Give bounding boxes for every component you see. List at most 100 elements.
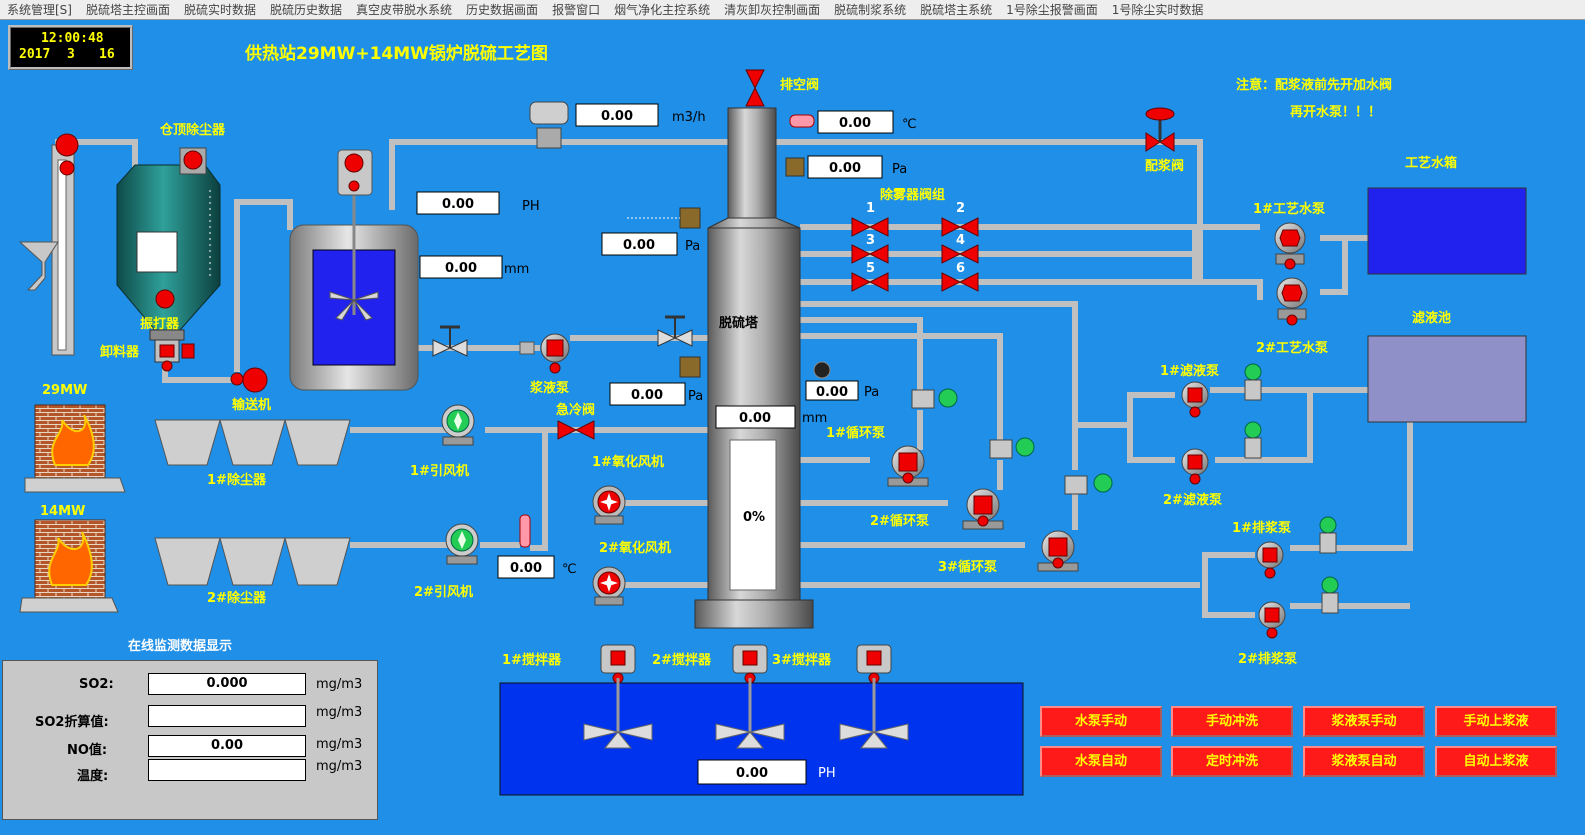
label-discharge-pump-2: 2#排浆泵 bbox=[1238, 651, 1297, 667]
demister-valve-4[interactable] bbox=[941, 244, 979, 264]
demister-valve-1[interactable] bbox=[851, 217, 889, 237]
valve-num-3: 3 bbox=[866, 233, 875, 248]
menu-item-realtime[interactable]: 脱硫实时数据 bbox=[184, 2, 257, 17]
tank-level-unit: mm bbox=[504, 262, 529, 277]
manual-flush-button[interactable]: 手动冲洗 bbox=[1171, 706, 1293, 737]
clock-time: 12:00:48 bbox=[41, 31, 104, 46]
tank-level-box bbox=[419, 255, 503, 279]
menu-item-tower-system[interactable]: 脱硫塔主系统 bbox=[920, 2, 993, 17]
discharge-pump-1[interactable] bbox=[1256, 541, 1284, 579]
circ-valve-1[interactable] bbox=[911, 388, 958, 409]
press-a-box bbox=[601, 232, 678, 256]
top-temp-value: 0.00 bbox=[839, 116, 871, 131]
press-b-unit: Pa bbox=[688, 389, 703, 404]
boiler-14mw bbox=[19, 519, 119, 613]
circ-pump-3[interactable] bbox=[1037, 530, 1079, 572]
pump-auto-button[interactable]: 水泵自动 bbox=[1040, 746, 1162, 777]
quench-valve[interactable] bbox=[557, 420, 595, 440]
pressure-sensor-a bbox=[679, 207, 701, 229]
slurry-prep-valve[interactable] bbox=[1145, 107, 1175, 152]
tank-ph-box bbox=[416, 191, 500, 215]
label-agitator-2: 2#搅拌器 bbox=[652, 652, 712, 668]
tank-outlet-valve[interactable] bbox=[432, 325, 468, 357]
circ-pump-2[interactable] bbox=[962, 488, 1004, 530]
flow-box bbox=[575, 103, 659, 127]
slurry-pump[interactable] bbox=[519, 333, 570, 374]
pump-manual-button[interactable]: 水泵手动 bbox=[1040, 706, 1162, 737]
circ-valve-3[interactable] bbox=[1064, 473, 1113, 495]
discharge-valve-2[interactable] bbox=[1321, 576, 1339, 614]
flow-value: 0.00 bbox=[601, 109, 633, 124]
top-thermometer bbox=[789, 114, 815, 128]
menu-item-dust-alarm[interactable]: 1号除尘报警画面 bbox=[1006, 2, 1098, 17]
label-discharge-pump-1: 1#排浆泵 bbox=[1232, 520, 1291, 536]
filtrate-valve-1[interactable] bbox=[1244, 363, 1262, 401]
manual-slurry-feed-button[interactable]: 手动上浆液 bbox=[1435, 706, 1557, 737]
tank-ph-value: 0.00 bbox=[442, 197, 474, 212]
label-boiler-29mw: 29MW bbox=[42, 383, 87, 398]
notice-line-2: 再开水泵！！！ bbox=[1290, 104, 1381, 120]
filtrate-pump-2[interactable] bbox=[1181, 448, 1209, 485]
top-press-box bbox=[807, 155, 883, 179]
flow-meter bbox=[529, 101, 569, 149]
oxidation-fan-2[interactable] bbox=[592, 566, 626, 606]
valve-num-5: 5 bbox=[866, 261, 875, 276]
tank-agitator-motor bbox=[344, 153, 364, 173]
silo-window bbox=[136, 231, 178, 273]
menu-item-slurry-prep[interactable]: 脱硫制浆系统 bbox=[834, 2, 907, 17]
menu-item-dust-realtime[interactable]: 1号除尘实时数据 bbox=[1111, 2, 1204, 17]
agitator-1[interactable] bbox=[583, 644, 653, 749]
press-b-value: 0.00 bbox=[631, 388, 663, 403]
label-unloader: 卸料器 bbox=[100, 344, 140, 360]
circ-pump-1[interactable] bbox=[887, 445, 929, 487]
inlet-temp-box bbox=[497, 555, 555, 579]
induced-fan-2[interactable] bbox=[445, 523, 479, 565]
label-filtrate-pump-2: 2#滤液泵 bbox=[1163, 492, 1222, 508]
discharge-valve-1[interactable] bbox=[1319, 516, 1337, 554]
menu-item-flue-gas[interactable]: 烟气净化主控系统 bbox=[614, 2, 711, 17]
unloader-valve bbox=[159, 344, 175, 358]
menu-item-vacuum-belt[interactable]: 真空皮带脱水系统 bbox=[356, 2, 453, 17]
slurry-pump-manual-button[interactable]: 浆液泵手动 bbox=[1303, 706, 1425, 737]
vibrator-motor bbox=[155, 289, 175, 309]
no-unit: mg/m3 bbox=[316, 737, 363, 752]
demister-valve-3[interactable] bbox=[851, 244, 889, 264]
demister-valve-5[interactable] bbox=[851, 272, 889, 292]
timed-flush-button[interactable]: 定时冲洗 bbox=[1171, 746, 1293, 777]
menu-item-history[interactable]: 脱硫历史数据 bbox=[270, 2, 343, 17]
induced-fan-1[interactable] bbox=[441, 404, 475, 446]
temp-unit: mg/m3 bbox=[316, 759, 363, 774]
process-water-tank bbox=[1367, 187, 1527, 275]
flow-unit: m3/h bbox=[672, 110, 706, 125]
label-agitator-1: 1#搅拌器 bbox=[502, 652, 562, 668]
valve-num-2: 2 bbox=[956, 201, 965, 216]
oxidation-fan-1[interactable] bbox=[592, 485, 626, 525]
label-duster-2: 2#除尘器 bbox=[207, 590, 267, 606]
demister-valve-6[interactable] bbox=[941, 272, 979, 292]
slurry-line-valve[interactable] bbox=[657, 315, 693, 347]
so2-converted-unit: mg/m3 bbox=[316, 705, 363, 720]
process-pump-2[interactable] bbox=[1276, 277, 1308, 326]
label-ox-fan-2: 2#氧化风机 bbox=[599, 540, 671, 556]
monitoring-panel: SO2: 0.000 mg/m3 SO2折算值: mg/m3 NO值: 0.00… bbox=[2, 660, 378, 820]
auto-slurry-feed-button[interactable]: 自动上浆液 bbox=[1435, 746, 1557, 777]
slurry-pump-auto-button[interactable]: 浆液泵自动 bbox=[1303, 746, 1425, 777]
label-tower: 脱硫塔 bbox=[719, 315, 759, 331]
so2-converted-label: SO2折算值: bbox=[35, 715, 109, 730]
menu-item-alarm[interactable]: 报警窗口 bbox=[552, 2, 601, 17]
discharge-pump-2[interactable] bbox=[1258, 601, 1286, 639]
demister-valve-2[interactable] bbox=[941, 217, 979, 237]
circ-valve-2[interactable] bbox=[989, 437, 1035, 459]
menu-item-system[interactable]: 系统管理[S] bbox=[7, 2, 72, 17]
menu-item-history-data[interactable]: 历史数据画面 bbox=[466, 2, 539, 17]
agitator-3[interactable] bbox=[839, 644, 909, 749]
label-conveyor: 输送机 bbox=[232, 397, 271, 413]
tower-percent: 0% bbox=[743, 510, 765, 525]
menu-item-ash[interactable]: 清灰卸灰控制画面 bbox=[724, 2, 821, 17]
process-pump-1[interactable] bbox=[1274, 222, 1306, 270]
menu-item-tower-main[interactable]: 脱硫塔主控画面 bbox=[85, 2, 170, 17]
filtrate-pump-1[interactable] bbox=[1181, 381, 1209, 418]
exhaust-valve[interactable] bbox=[745, 69, 765, 107]
agitator-2[interactable] bbox=[715, 644, 785, 749]
filtrate-valve-2[interactable] bbox=[1244, 421, 1262, 459]
